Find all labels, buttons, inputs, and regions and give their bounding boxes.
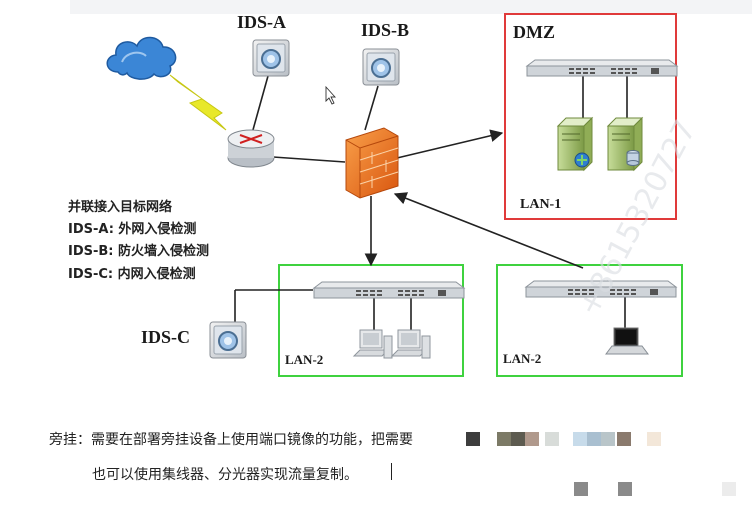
cloud-icon — [106, 36, 177, 80]
lan2-right-zone-box — [496, 264, 683, 377]
lightning-icon — [169, 74, 227, 131]
lan2-right-label: LAN-2 — [503, 351, 541, 366]
ids-a-label: IDS-A — [237, 12, 286, 32]
text-cursor — [391, 463, 392, 480]
server-db-icon — [606, 116, 644, 172]
dmz-zone-box — [504, 13, 677, 220]
ids-b-sensor-icon — [362, 48, 400, 86]
dmz-switch-icon — [526, 59, 678, 77]
arrow-lan2-firewall — [393, 192, 584, 269]
note-line-3: IDS-B: 防火墙入侵检测 — [68, 243, 209, 259]
laptop-icon — [605, 327, 649, 355]
mouse-cursor-icon — [325, 85, 337, 105]
link-router-firewall — [272, 156, 346, 163]
ids-a-sensor-icon — [252, 39, 290, 77]
pc-1-icon — [353, 329, 393, 359]
note-line-1: 并联接入目标网络 — [68, 199, 172, 215]
arrow-firewall-dmz — [396, 129, 504, 159]
link-ids-b-firewall — [364, 85, 379, 131]
caption-line-1: 旁挂：需要在部署旁挂设备上使用端口镜像的功能，把需要 — [49, 432, 413, 448]
note-line-4: IDS-C: 内网入侵检测 — [68, 266, 196, 282]
server-web-icon — [556, 116, 594, 172]
ids-b-label: IDS-B — [361, 20, 409, 40]
firewall-icon — [345, 127, 399, 199]
ids-c-sensor-icon — [209, 321, 247, 359]
link-ids-a-router — [250, 75, 269, 138]
note-line-2: IDS-A: 外网入侵检测 — [68, 221, 196, 237]
lan2-left-label: LAN-2 — [285, 352, 323, 367]
caption-line-2: 也可以使用集线器、分光器实现流量复制。 — [92, 467, 358, 483]
router-icon — [227, 129, 275, 168]
lan2-left-switch-icon — [313, 281, 465, 299]
dmz-label: DMZ — [513, 22, 555, 42]
pc-2-icon — [391, 329, 431, 359]
lan1-label: LAN-1 — [520, 197, 561, 212]
top-band — [70, 0, 752, 14]
ids-c-label: IDS-C — [141, 327, 190, 347]
